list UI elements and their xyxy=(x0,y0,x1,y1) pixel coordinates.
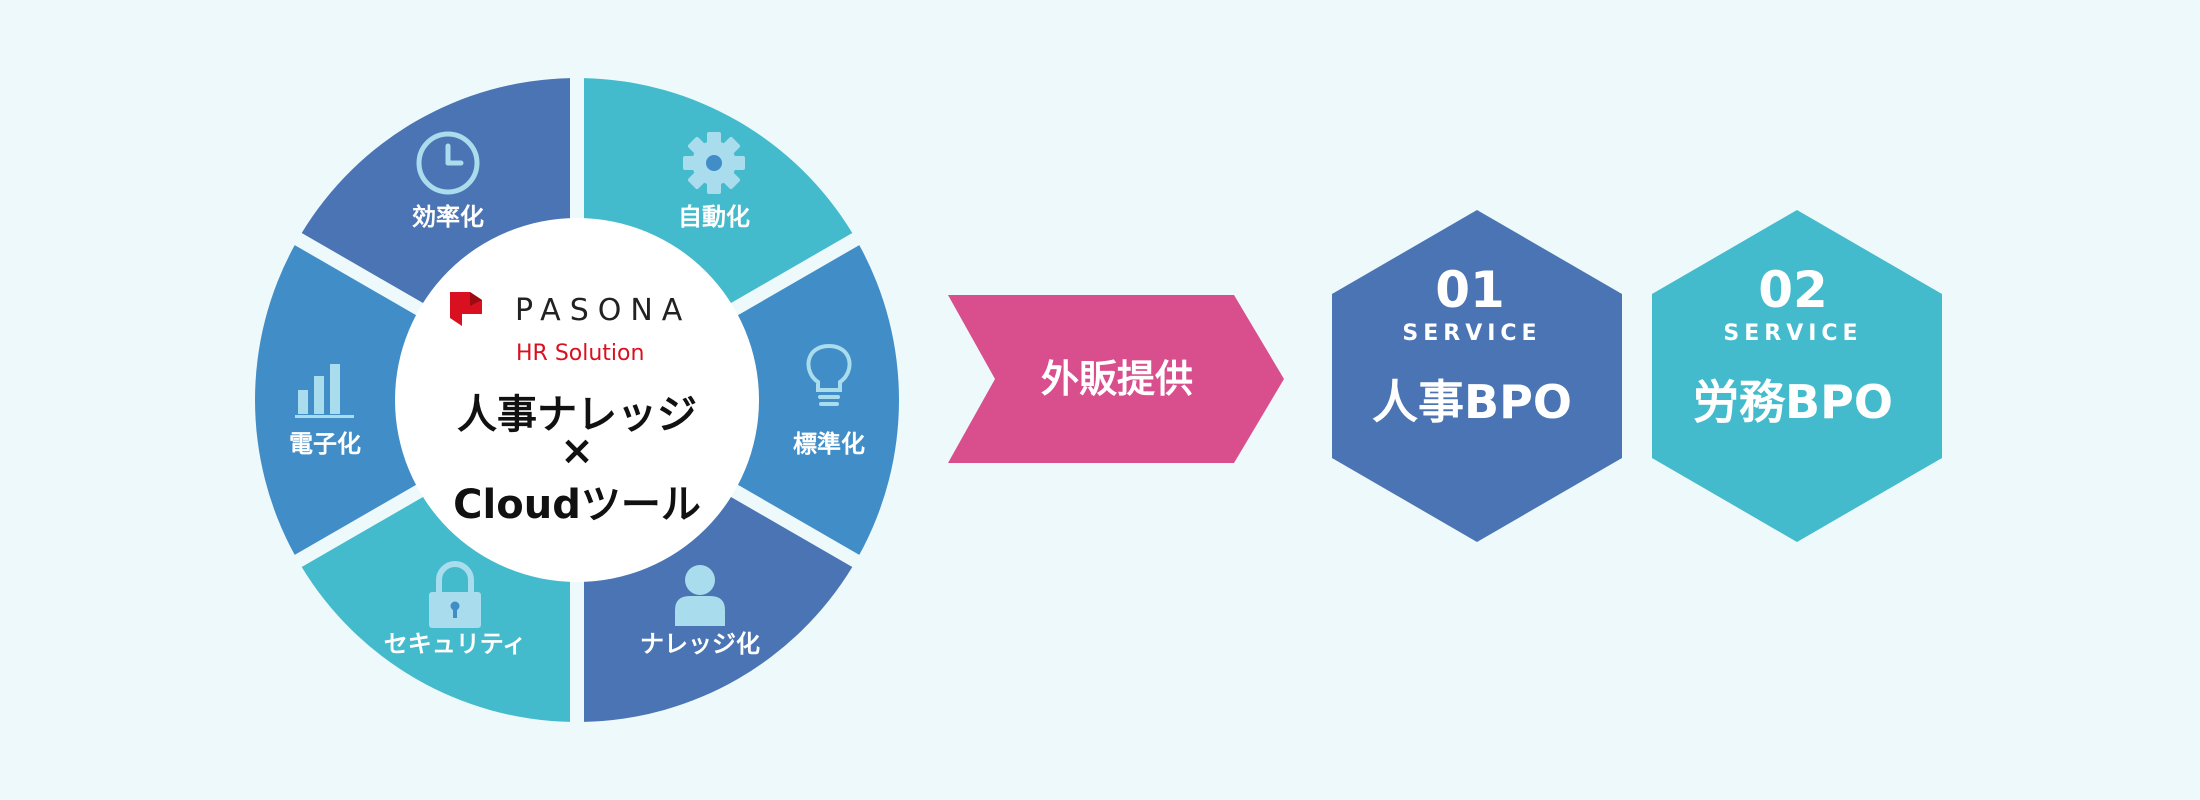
service-title: 労務BPO xyxy=(1693,375,1893,429)
brand-sub: HR Solution xyxy=(516,341,644,366)
service-title: 人事BPO xyxy=(1372,375,1572,429)
center-line-cross: × xyxy=(560,428,594,474)
service-02: 02 SERVICE 労務BPO xyxy=(1652,210,1942,542)
lock-icon xyxy=(429,561,481,628)
service-wheel: 効率化 自動化 標準化 ナレッジ化 セキュリティ 電子化 PASONA HR S… xyxy=(255,78,899,722)
wheel-center-disc xyxy=(395,218,759,582)
wheel-label-digitization: 電子化 xyxy=(289,430,361,458)
pasona-logo: PASONA HR Solution xyxy=(450,292,691,366)
wheel-label-automation: 自動化 xyxy=(678,203,750,231)
service-hexagon xyxy=(1332,210,1622,542)
external-sales-arrow: 外販提供 xyxy=(948,295,1284,463)
wheel-label-standardization: 標準化 xyxy=(793,430,865,458)
arrow-shape xyxy=(948,295,1284,463)
center-line-cloud: Cloudツール xyxy=(453,482,701,528)
service-number: 01 xyxy=(1435,261,1505,319)
person-icon xyxy=(675,565,725,626)
service-number: 02 xyxy=(1758,261,1828,319)
wheel-label-knowledge: ナレッジ化 xyxy=(640,630,760,658)
lightbulb-icon xyxy=(806,343,852,406)
service-hexagon xyxy=(1652,210,1942,542)
brand-name: PASONA xyxy=(515,293,691,328)
bar-chart-icon xyxy=(295,364,354,418)
service-caption: SERVICE xyxy=(1402,321,1541,346)
clock-icon xyxy=(416,131,480,195)
wheel-label-security: セキュリティ xyxy=(384,630,527,658)
gear-icon xyxy=(683,132,745,194)
pasona-logo-mark xyxy=(450,292,482,326)
center-line-knowledge: 人事ナレッジ xyxy=(457,392,697,438)
arrow-label: 外販提供 xyxy=(1041,357,1193,401)
service-01: 01 SERVICE 人事BPO xyxy=(1332,210,1622,542)
wheel-segment-security xyxy=(255,245,444,555)
wheel-label-efficiency: 効率化 xyxy=(412,203,484,231)
wheel-segment-automation xyxy=(710,245,899,555)
service-caption: SERVICE xyxy=(1723,321,1862,346)
